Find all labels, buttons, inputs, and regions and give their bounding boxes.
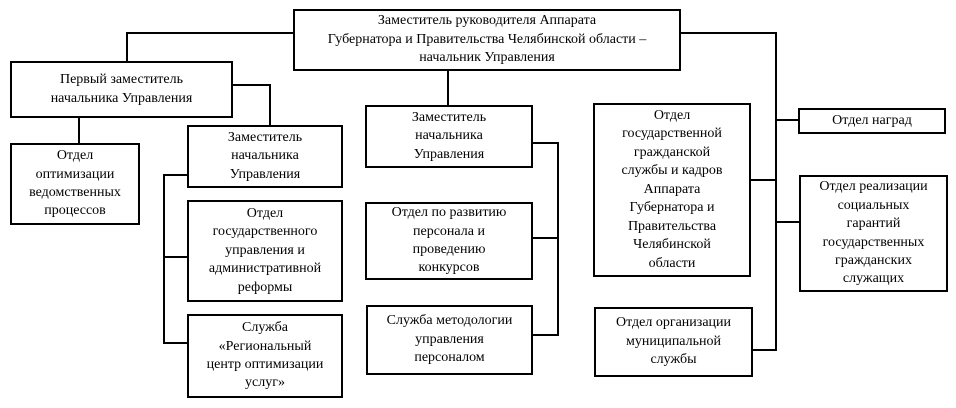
connector-line [163,342,187,344]
connector-line [533,334,557,336]
connector-line [751,179,775,181]
node-service-regional-center: Служба «Региональный центр оптимизации у… [187,314,343,398]
node-dept-civil-service: Отдел государственной гражданской службы… [593,103,751,277]
node-head: Заместитель руководителя Аппарата Губерн… [293,9,681,71]
connector-line [269,84,271,125]
connector-line [78,118,80,143]
node-dept-social-guarantees: Отдел реализации социальных гарантий гос… [799,175,948,292]
connector-line [533,142,559,144]
node-deputy-middle: Заместитель начальника Управления [365,105,533,168]
connector-line [163,174,165,344]
node-dept-municipal-service: Отдел организации муниципальной службы [594,307,753,377]
connector-line [163,174,187,176]
connector-line [681,32,777,34]
connector-line [777,119,798,121]
node-service-hr-methodology: Служба методологии управления персоналом [366,305,533,375]
connector-line [233,84,271,86]
node-dept-personnel-dev: Отдел по развитию персонала и проведению… [365,202,533,280]
connector-line [126,32,293,34]
connector-line [533,237,557,239]
connector-line [753,349,775,351]
connector-line [163,256,187,258]
node-first-deputy: Первый заместитель начальника Управления [10,61,233,118]
node-dept-gov-admin: Отдел государственного управления и адми… [187,200,343,302]
node-deputy-left: Заместитель начальника Управления [187,125,343,188]
connector-line [775,32,777,351]
connector-line [126,32,128,61]
node-dept-awards: Отдел наград [798,108,946,134]
connector-line [557,142,559,336]
connector-line [447,71,449,105]
connector-line [777,221,799,223]
node-dept-optimization: Отдел оптимизации ведомственных процессо… [10,143,140,225]
